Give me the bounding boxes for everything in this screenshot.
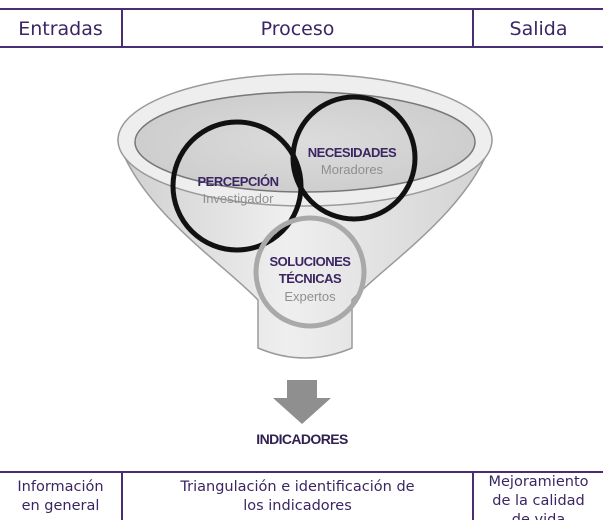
footer-top-rule bbox=[0, 471, 603, 473]
label-indicadores: INDICADORES bbox=[256, 431, 348, 447]
label-soluciones-title-1: SOLUCIONES bbox=[270, 254, 352, 269]
circle-soluciones bbox=[253, 215, 367, 329]
funnel-rim-inner bbox=[134, 91, 476, 193]
header-salida: Salida bbox=[509, 18, 568, 40]
label-necesidades-title: NECESIDADES bbox=[308, 145, 397, 160]
header-entradas: Entradas bbox=[18, 18, 103, 40]
footer-informacion: Información en general bbox=[17, 479, 104, 514]
header-divider-1 bbox=[121, 8, 123, 48]
footer-triangulacion: Triangulación e identificación de los in… bbox=[180, 479, 415, 514]
header-proceso: Proceso bbox=[260, 18, 335, 40]
header-bottom-rule bbox=[0, 46, 603, 48]
label-percepcion-subtitle: Investigador bbox=[203, 191, 274, 206]
footer-divider-1 bbox=[121, 471, 123, 520]
header-divider-2 bbox=[472, 8, 474, 48]
header-top-rule bbox=[0, 8, 603, 10]
footer-divider-2 bbox=[472, 471, 474, 520]
label-percepcion-title: PERCEPCIÓN bbox=[198, 174, 279, 189]
label-necesidades-subtitle: Moradores bbox=[321, 162, 384, 177]
circle-necesidades bbox=[290, 94, 418, 222]
down-arrow-icon bbox=[273, 380, 331, 424]
label-soluciones-subtitle: Expertos bbox=[284, 289, 336, 304]
label-soluciones-title-2: TÉCNICAS bbox=[279, 271, 342, 286]
footer-mejoramiento: Mejoramiento de la calidad de vida bbox=[488, 474, 589, 520]
